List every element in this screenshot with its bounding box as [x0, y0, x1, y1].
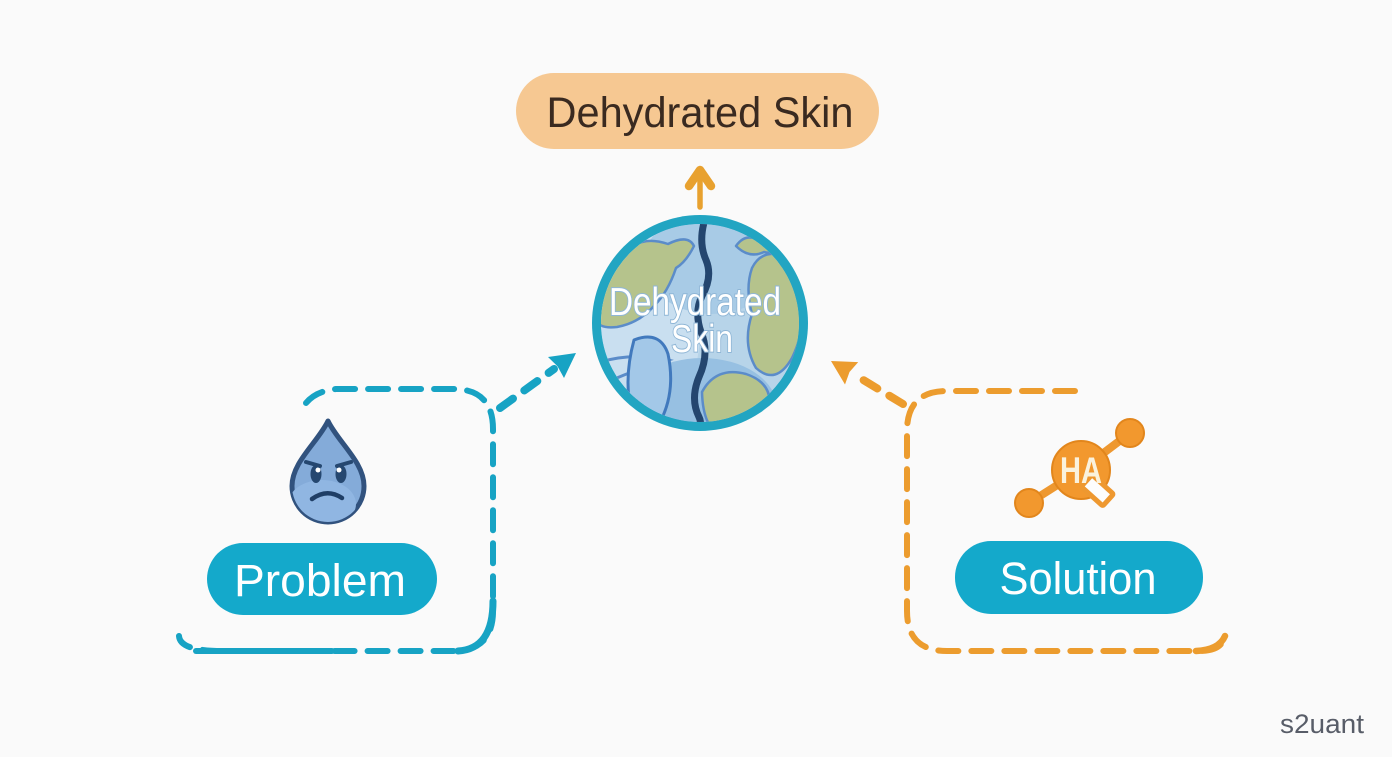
svg-text:Solution: Solution	[1000, 553, 1157, 604]
svg-text:Dehydrated: Dehydrated	[609, 281, 781, 324]
svg-text:HA: HA	[1060, 450, 1102, 491]
svg-text:Skin: Skin	[671, 318, 733, 361]
svg-text:Problem: Problem	[234, 555, 406, 606]
svg-text:s2uant: s2uant	[1280, 709, 1365, 739]
svg-text:Dehydrated Skin: Dehydrated Skin	[547, 89, 854, 137]
